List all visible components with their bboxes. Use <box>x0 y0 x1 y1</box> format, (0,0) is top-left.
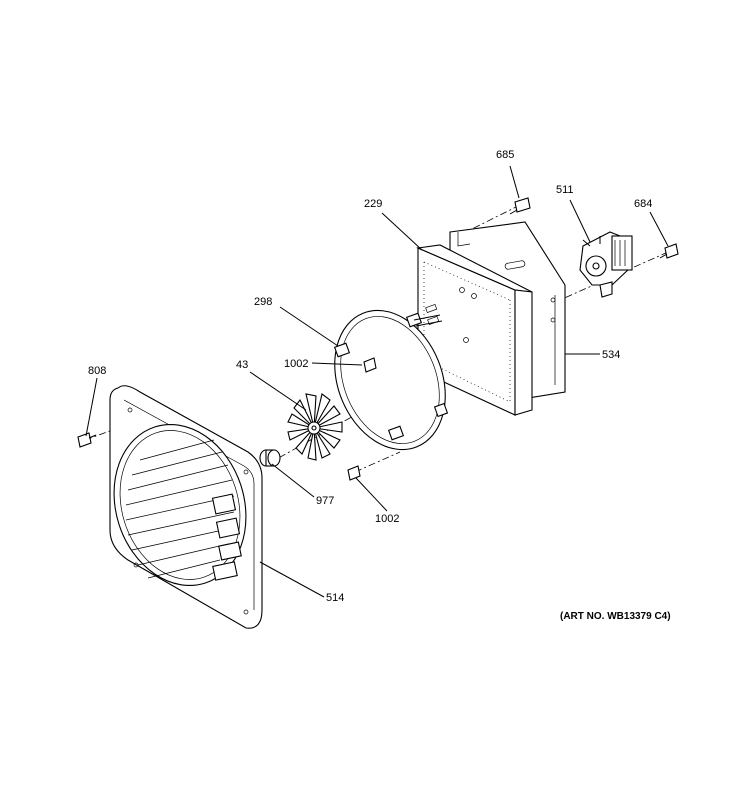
label-43: 43 <box>236 359 248 371</box>
screw-1002-lower <box>347 465 361 481</box>
leader-lines <box>85 165 669 598</box>
label-685: 685 <box>496 149 514 161</box>
label-808: 808 <box>88 365 106 377</box>
label-977: 977 <box>316 495 334 507</box>
screw-808 <box>77 432 97 448</box>
art-number: (ART NO. WB13379 C4) <box>560 611 671 622</box>
heating-element-298 <box>333 309 449 451</box>
screw-685 <box>509 197 531 215</box>
screw-684 <box>659 243 679 259</box>
nut-977 <box>259 449 281 467</box>
fan-motor-511 <box>579 231 633 298</box>
label-511: 511 <box>556 184 574 196</box>
label-514: 514 <box>326 592 344 604</box>
label-229: 229 <box>364 198 382 210</box>
label-298: 298 <box>254 296 272 308</box>
fan-blade-43 <box>287 393 343 461</box>
label-534: 534 <box>602 349 620 361</box>
fan-cover-514 <box>109 385 263 629</box>
part-labels: 685 511 684 229 298 1002 534 43 808 977 … <box>88 149 652 604</box>
label-1002-upper: 1002 <box>284 358 308 370</box>
label-684: 684 <box>634 198 652 210</box>
screw-1002-upper <box>363 357 377 373</box>
label-1002-lower: 1002 <box>375 513 399 525</box>
